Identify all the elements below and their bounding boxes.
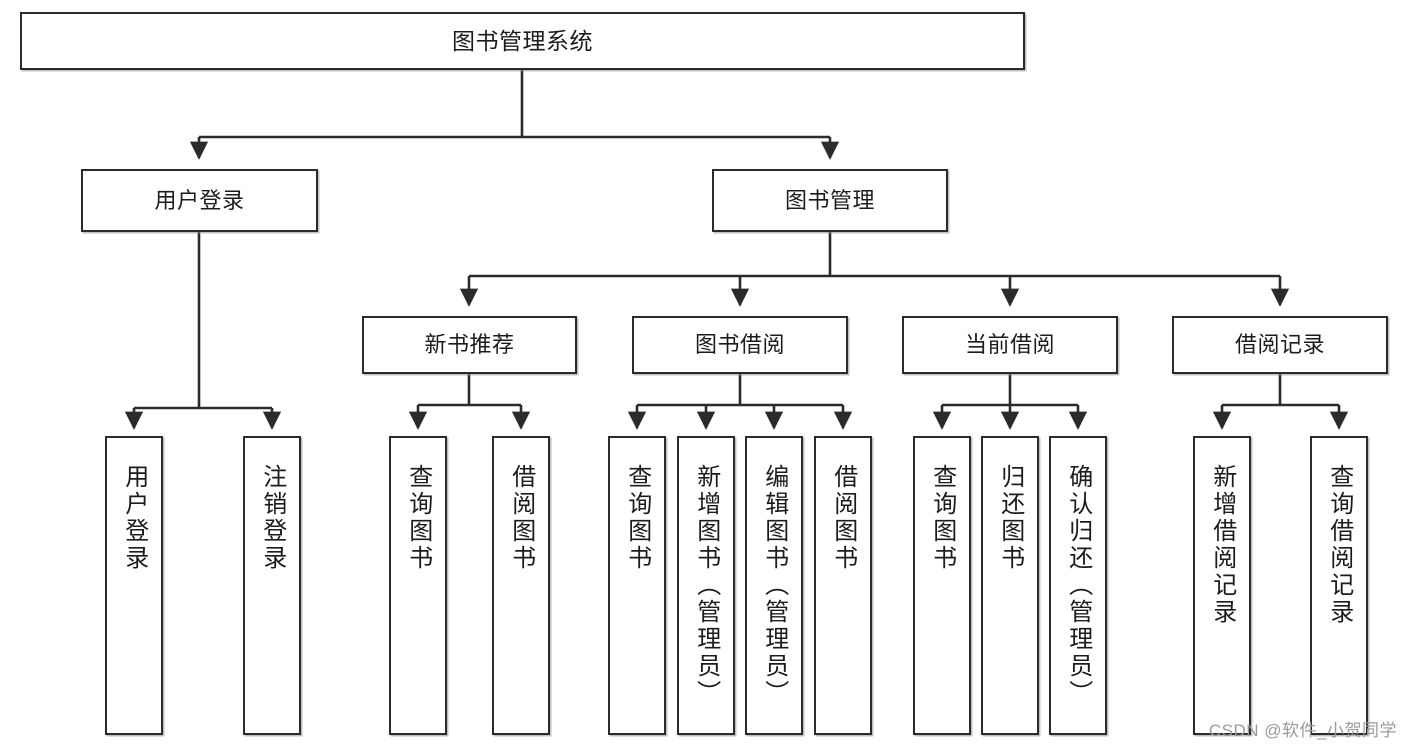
- leaf-borrow-record-add-label: 新增借阅记录: [1208, 464, 1236, 626]
- node-root[interactable]: 图书管理系统: [20, 12, 1025, 70]
- node-user-login-label: 用户登录: [154, 187, 245, 213]
- leaf-book-borrow-query[interactable]: 查询图书: [608, 436, 666, 735]
- leaf-book-borrow-query-label: 查询图书: [623, 464, 651, 572]
- leaf-new-book-borrow[interactable]: 借阅图书: [492, 436, 550, 735]
- leaf-book-borrow-borrow-label: 借阅图书: [829, 464, 857, 572]
- leaf-user-login-login[interactable]: 用户登录: [105, 436, 163, 735]
- watermark: CSDN @软件_小贺同学: [1208, 721, 1397, 740]
- node-new-book-recommend[interactable]: 新书推荐: [362, 316, 577, 374]
- leaf-borrow-record-query[interactable]: 查询借阅记录: [1310, 436, 1368, 735]
- leaf-current-borrow-return[interactable]: 归还图书: [981, 436, 1039, 735]
- leaf-user-login-logout[interactable]: 注销登录: [243, 436, 301, 735]
- node-borrow-record-label: 借阅记录: [1234, 332, 1325, 358]
- leaf-new-book-borrow-label: 借阅图书: [507, 464, 535, 572]
- leaf-borrow-record-query-label: 查询借阅记录: [1325, 464, 1353, 626]
- leaf-book-borrow-add-label: 新增图书（管理员）: [692, 464, 720, 707]
- leaf-current-borrow-return-label: 归还图书: [996, 464, 1024, 572]
- node-user-login[interactable]: 用户登录: [81, 169, 318, 232]
- node-current-borrow-label: 当前借阅: [964, 332, 1055, 358]
- node-book-borrow[interactable]: 图书借阅: [632, 316, 848, 374]
- leaf-borrow-record-add[interactable]: 新增借阅记录: [1193, 436, 1251, 735]
- node-new-book-recommend-label: 新书推荐: [424, 332, 515, 358]
- leaf-user-login-login-label: 用户登录: [120, 464, 148, 572]
- leaf-book-borrow-add[interactable]: 新增图书（管理员）: [677, 436, 735, 735]
- leaf-current-borrow-confirm[interactable]: 确认归还（管理员）: [1049, 436, 1107, 735]
- leaf-book-borrow-borrow[interactable]: 借阅图书: [814, 436, 872, 735]
- leaf-new-book-query[interactable]: 查询图书: [389, 436, 447, 735]
- leaf-user-login-logout-label: 注销登录: [258, 464, 286, 572]
- leaf-book-borrow-edit-label: 编辑图书（管理员）: [760, 464, 788, 707]
- node-book-management-label: 图书管理: [784, 187, 875, 213]
- node-current-borrow[interactable]: 当前借阅: [902, 316, 1118, 374]
- leaf-new-book-query-label: 查询图书: [404, 464, 432, 572]
- leaf-book-borrow-edit[interactable]: 编辑图书（管理员）: [745, 436, 803, 735]
- node-book-borrow-label: 图书借阅: [694, 332, 785, 358]
- leaf-current-borrow-confirm-label: 确认归还（管理员）: [1064, 464, 1092, 707]
- leaf-current-borrow-query-label: 查询图书: [928, 464, 956, 572]
- node-borrow-record[interactable]: 借阅记录: [1172, 316, 1388, 374]
- node-book-management[interactable]: 图书管理: [712, 169, 948, 232]
- leaf-current-borrow-query[interactable]: 查询图书: [913, 436, 971, 735]
- node-root-label: 图书管理系统: [452, 27, 593, 54]
